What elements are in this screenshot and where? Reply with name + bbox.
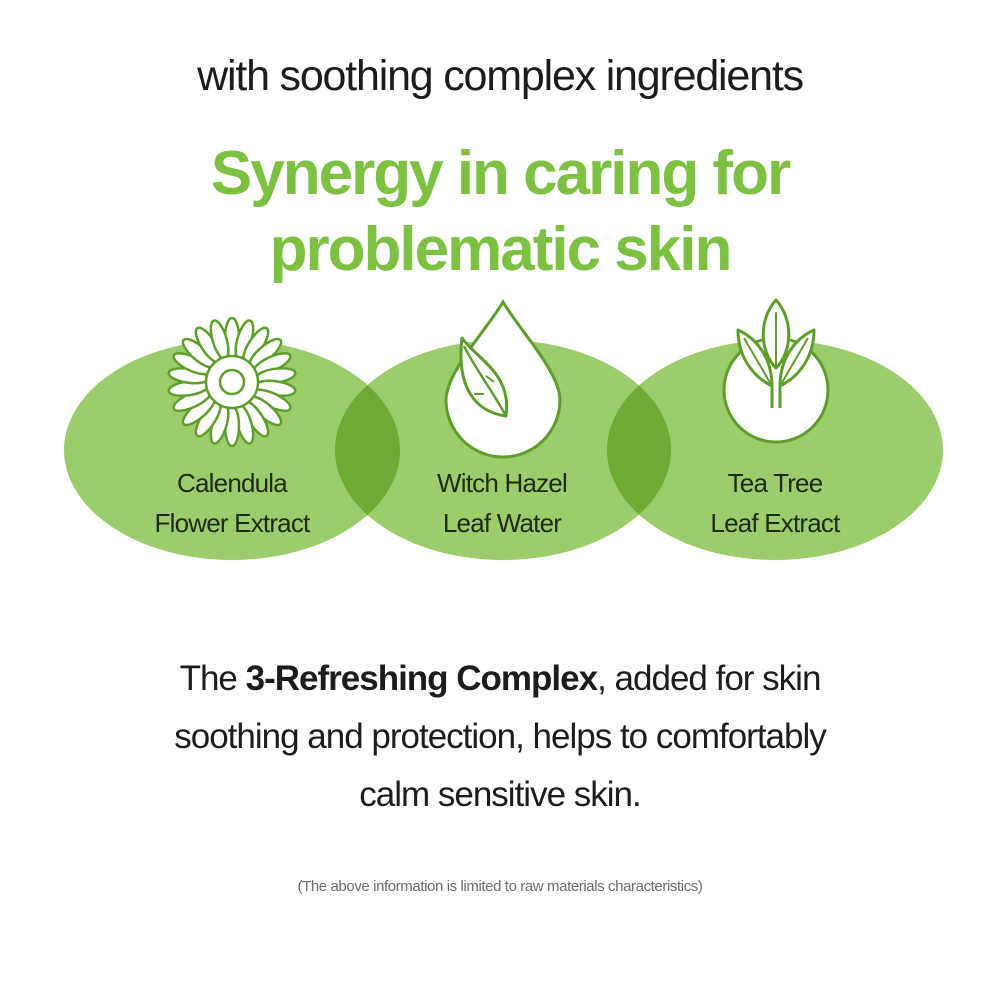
tea-tree-leaves-icon bbox=[722, 298, 830, 444]
headline-line-1: Synergy in caring for bbox=[210, 139, 791, 208]
ingredient-label-tea-tree: Tea Tree Leaf Extract bbox=[710, 468, 840, 538]
description-line-2: soothing and protection, helps to comfor… bbox=[174, 717, 827, 756]
description-line-3: calm sensitive skin. bbox=[359, 775, 641, 814]
headline-line-2: problematic skin bbox=[269, 215, 733, 284]
calendula-flower-icon bbox=[167, 316, 297, 448]
subtitle: with soothing complex ingredients bbox=[197, 52, 804, 100]
ingredient-label-witch-hazel: Witch Hazel Leaf Water bbox=[437, 468, 568, 538]
description-text: The 3-Refreshing Complex, added for skin… bbox=[0, 650, 1000, 824]
tea-tree-circle bbox=[607, 340, 943, 560]
disclaimer-note: (The above information is limited to raw… bbox=[297, 878, 703, 895]
water-drop-leaf-icon bbox=[444, 299, 562, 459]
venn-graphic bbox=[64, 298, 943, 560]
calendula-circle bbox=[64, 340, 400, 560]
headline: Synergy in caring for problematic skin bbox=[0, 136, 1000, 288]
ingredient-label-calendula: Calendula Flower Extract bbox=[154, 468, 311, 538]
complex-name-highlight: 3-Refreshing Complex bbox=[245, 659, 598, 698]
description-line-1: The 3-Refreshing Complex, added for skin bbox=[179, 659, 822, 698]
ingredient-venn-diagram: Calendula Flower Extract Witch Hazel Lea… bbox=[0, 290, 1000, 570]
